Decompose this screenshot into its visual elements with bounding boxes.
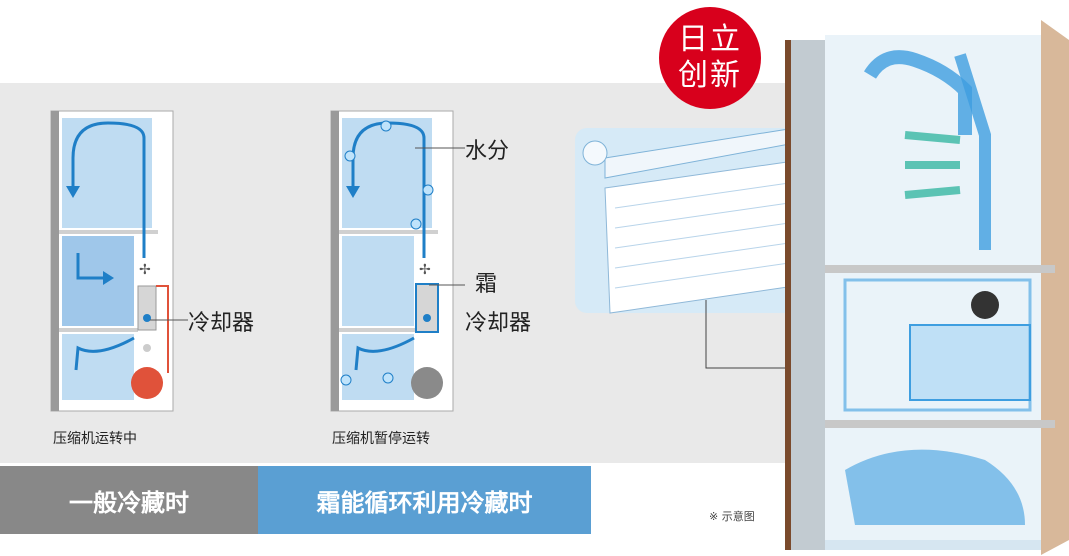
moisture-label: 水分 [465,139,510,164]
frost-label: 霜 [475,272,498,297]
schematic-note: ※ 示意图 [709,510,755,523]
right-cooler-label: 冷却器 [465,311,532,336]
evaporator-illustration [575,127,830,314]
left-cooler-leader [150,319,188,321]
left-caption: 压缩机运转中 [53,431,137,447]
frost-recycle-cooling-bar: 霜能循环利用冷藏时 [258,466,591,534]
normal-cooling-bar: 一般冷藏时 [0,466,258,534]
badge-line-1: 日立 [678,22,742,57]
refrigerator-illustration [785,20,1069,555]
right-caption: 压缩机暂停运转 [332,431,430,447]
fridge-diagram-compressor-running: ✢ [50,110,174,412]
fridge-diagram-compressor-paused: ✢ [330,110,454,412]
brand-badge: 日立 创新 [659,7,761,109]
right-leaders [415,147,465,286]
svg-text:✢: ✢ [139,262,151,278]
left-cooler-label: 冷却器 [188,311,255,336]
svg-text:✢: ✢ [419,262,431,278]
badge-line-2: 创新 [678,58,742,93]
